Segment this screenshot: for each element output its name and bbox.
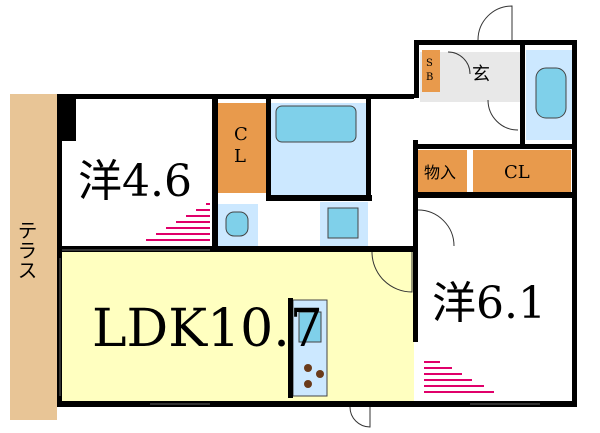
terrace-label: テラス: [14, 220, 38, 280]
room-label-western-small: 洋4.6: [78, 156, 192, 207]
entrance-label: 玄: [472, 64, 490, 85]
closet-left-label-c: C: [234, 124, 248, 145]
stove-burner-1: [304, 364, 312, 372]
shoe-box: [422, 50, 440, 92]
stair-lines-large: [424, 361, 494, 393]
room-label-ldk: LDK10.7: [92, 299, 323, 359]
closet-right: [473, 150, 571, 192]
toilet-right: [535, 67, 567, 119]
bathtub: [275, 105, 357, 143]
storage-closet: [417, 150, 467, 192]
stove-burner-3: [304, 380, 312, 388]
stove-burner-2: [316, 370, 324, 378]
room-label-western-large: 洋6.1: [432, 278, 546, 329]
washbasin: [327, 207, 359, 239]
windows: [59, 249, 540, 405]
shoe-box-label-s: S: [426, 58, 433, 69]
terrace: [10, 94, 57, 420]
walls: [57, 40, 577, 407]
toilet-left: [225, 211, 249, 237]
closet-left-label-l: L: [234, 146, 246, 167]
stair-lines-small: [146, 203, 210, 241]
storage-label: 物入: [424, 163, 456, 182]
shoe-box-label-b: B: [426, 72, 433, 83]
closet-left: [218, 103, 266, 193]
closet-right-label: CL: [504, 162, 530, 183]
kitchen-sink: [298, 311, 322, 343]
doors: [349, 5, 519, 428]
ldk-floor: [62, 252, 414, 402]
